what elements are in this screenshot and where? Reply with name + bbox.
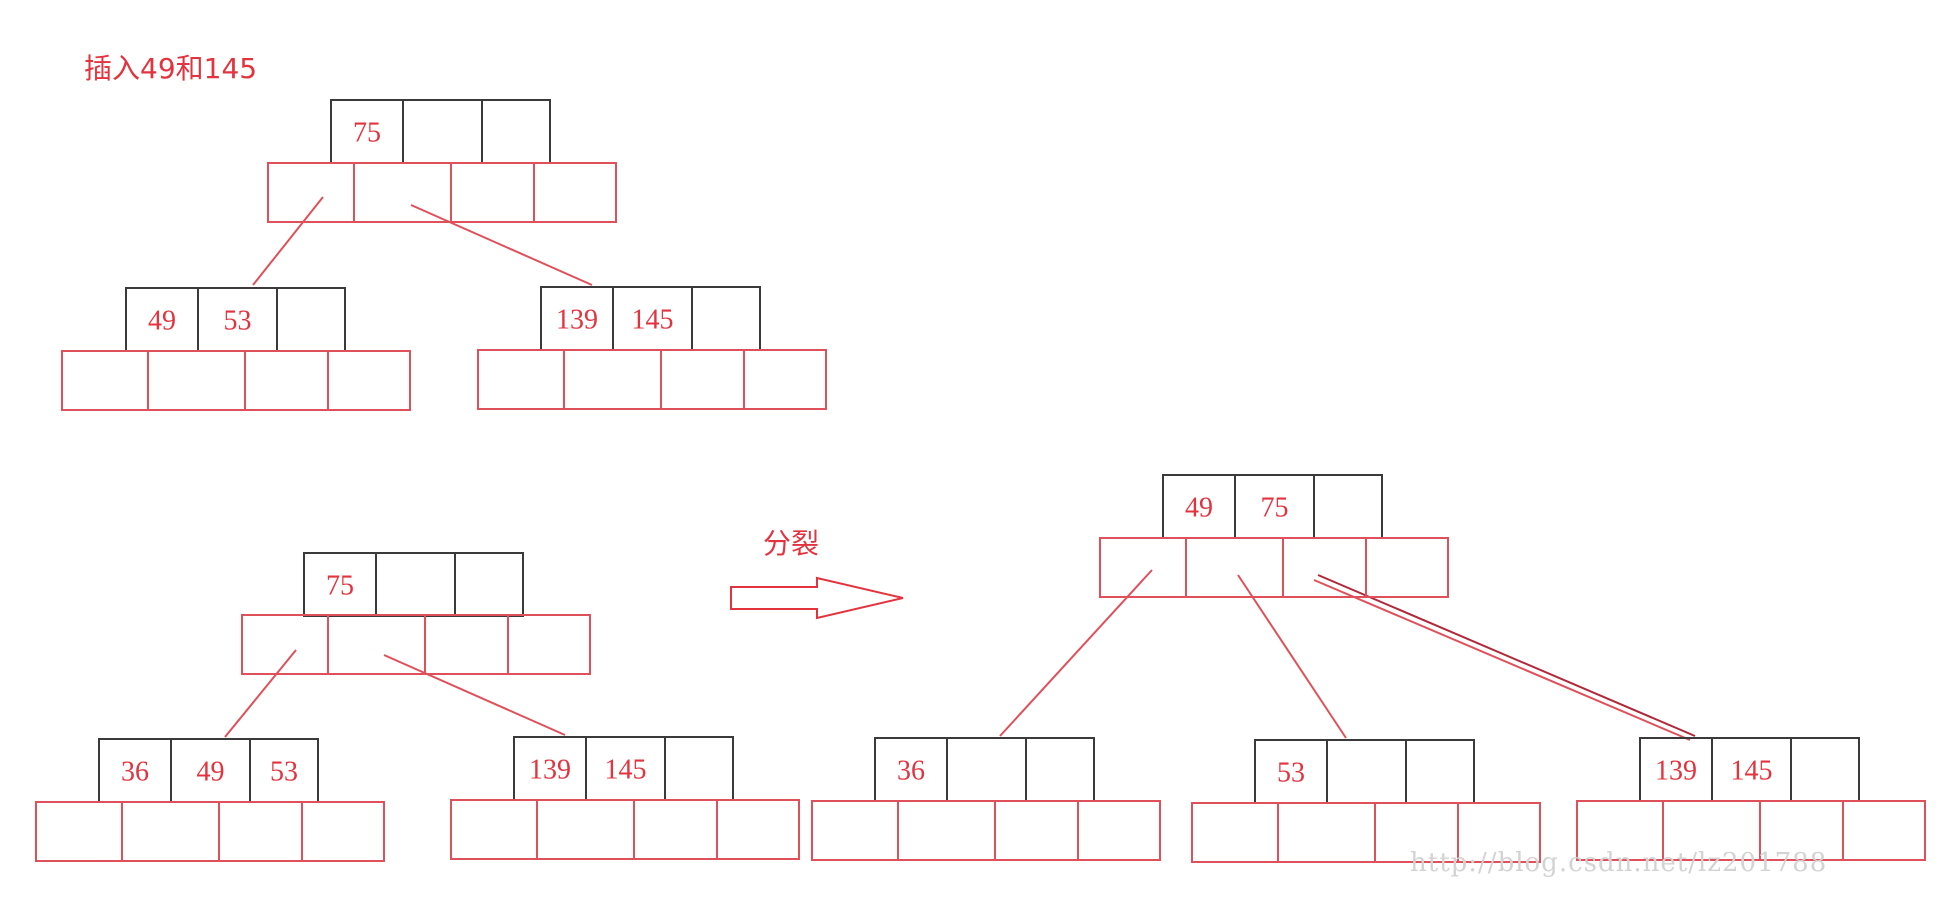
after_insert-root-key-cell xyxy=(402,99,483,164)
overflow-root-pointer-cell xyxy=(327,614,426,675)
after_split-left-key-text: 36 xyxy=(897,756,925,787)
tree-edge xyxy=(252,196,324,286)
tree-edge xyxy=(1313,579,1691,741)
after_split-root-pointer-cell xyxy=(1185,537,1284,598)
after_split-left-key-cell xyxy=(946,737,1027,802)
after_split-root-key-text: 49 xyxy=(1185,493,1213,524)
after_split-right-key-cell xyxy=(1790,737,1860,802)
after_split-middle-pointer-cell xyxy=(1191,802,1279,863)
after_insert-left-key-cell xyxy=(276,287,346,352)
overflow-left-key-text: 36 xyxy=(121,757,149,788)
after_split-root-key-text: 75 xyxy=(1261,493,1289,524)
overflow-left-pointer-cell xyxy=(121,801,220,862)
after_insert-right-pointer-cell xyxy=(743,349,827,410)
overflow-left-key-text: 53 xyxy=(270,757,298,788)
after_insert-root-pointer-cell xyxy=(353,162,452,223)
after_insert-right-key-text: 139 xyxy=(556,305,598,336)
after_insert-root-pointer-cell xyxy=(533,162,617,223)
after_split-left-key-cell xyxy=(1025,737,1095,802)
after_insert-left-pointer-cell xyxy=(61,350,149,411)
overflow-left-pointer-cell xyxy=(35,801,123,862)
after_split-middle-key-cell xyxy=(1405,739,1475,804)
after_insert-right-pointer-cell xyxy=(660,349,745,410)
after_insert-root-key-cell xyxy=(481,99,551,164)
overflow-right-key-text: 145 xyxy=(605,755,647,786)
tree-edge xyxy=(999,569,1153,737)
overflow-right-pointer-cell xyxy=(716,799,800,860)
after_insert-right-key-text: 145 xyxy=(632,305,674,336)
tree-edge xyxy=(410,204,593,286)
tree-edge xyxy=(1237,574,1347,739)
overflow-right-key-text: 139 xyxy=(529,755,571,786)
nodes: 75 49 53 139 145 75 36 49 53 139 145 49 75 36 53 139 145 xyxy=(35,99,1926,863)
after_insert-left-pointer-cell xyxy=(244,350,329,411)
overflow-left-pointer-cell xyxy=(301,801,385,862)
overflow-right-pointer-cell xyxy=(536,799,635,860)
after_split-middle-pointer-cell xyxy=(1277,802,1376,863)
overflow-root-key-cell xyxy=(454,552,524,617)
after_split-right-key-text: 145 xyxy=(1731,756,1773,787)
step-title: 插入49和145 xyxy=(84,52,257,85)
edges xyxy=(224,196,1696,741)
tree-edge xyxy=(1317,574,1696,737)
overflow-right-pointer-cell xyxy=(450,799,538,860)
after_split-root-pointer-cell xyxy=(1099,537,1187,598)
tree-edge xyxy=(224,649,297,738)
after_insert-left-key-text: 53 xyxy=(224,306,252,337)
after_split-root-pointer-cell xyxy=(1365,537,1449,598)
after_split-right-key-text: 139 xyxy=(1655,756,1697,787)
overflow-right-key-cell xyxy=(664,736,734,801)
after_insert-right-pointer-cell xyxy=(563,349,662,410)
overflow-root-key-cell xyxy=(375,552,456,617)
after_split-left-pointer-cell xyxy=(897,800,996,861)
overflow-root-pointer-cell xyxy=(507,614,591,675)
split-arrow-icon xyxy=(730,576,904,620)
after_split-root-pointer-cell xyxy=(1282,537,1367,598)
after_split-root-key-cell xyxy=(1313,474,1383,539)
after_split-left-pointer-cell xyxy=(994,800,1079,861)
watermark: http://blog.csdn.net/lz201788 xyxy=(1410,848,1827,878)
after_insert-root-key-text: 75 xyxy=(353,118,381,149)
after_split-middle-pointer-cell xyxy=(1457,802,1541,863)
after_insert-left-key-text: 49 xyxy=(148,306,176,337)
after_split-middle-key-cell xyxy=(1326,739,1407,804)
after_insert-right-key-cell xyxy=(691,286,761,351)
split-label: 分裂 xyxy=(763,527,819,560)
after_insert-left-pointer-cell xyxy=(327,350,411,411)
overflow-left-key-text: 49 xyxy=(197,757,225,788)
overflow-right-pointer-cell xyxy=(633,799,718,860)
overflow-left-pointer-cell xyxy=(218,801,303,862)
after_insert-right-pointer-cell xyxy=(477,349,565,410)
overflow-root-pointer-cell xyxy=(424,614,509,675)
after_split-right-pointer-cell xyxy=(1842,800,1926,861)
after_insert-left-pointer-cell xyxy=(147,350,246,411)
after_split-left-pointer-cell xyxy=(811,800,899,861)
overflow-root-pointer-cell xyxy=(241,614,329,675)
after_split-middle-key-text: 53 xyxy=(1277,758,1305,789)
after_split-left-pointer-cell xyxy=(1077,800,1161,861)
overflow-root-key-text: 75 xyxy=(326,571,354,602)
tree-edge xyxy=(383,654,566,736)
after_insert-root-pointer-cell xyxy=(450,162,535,223)
